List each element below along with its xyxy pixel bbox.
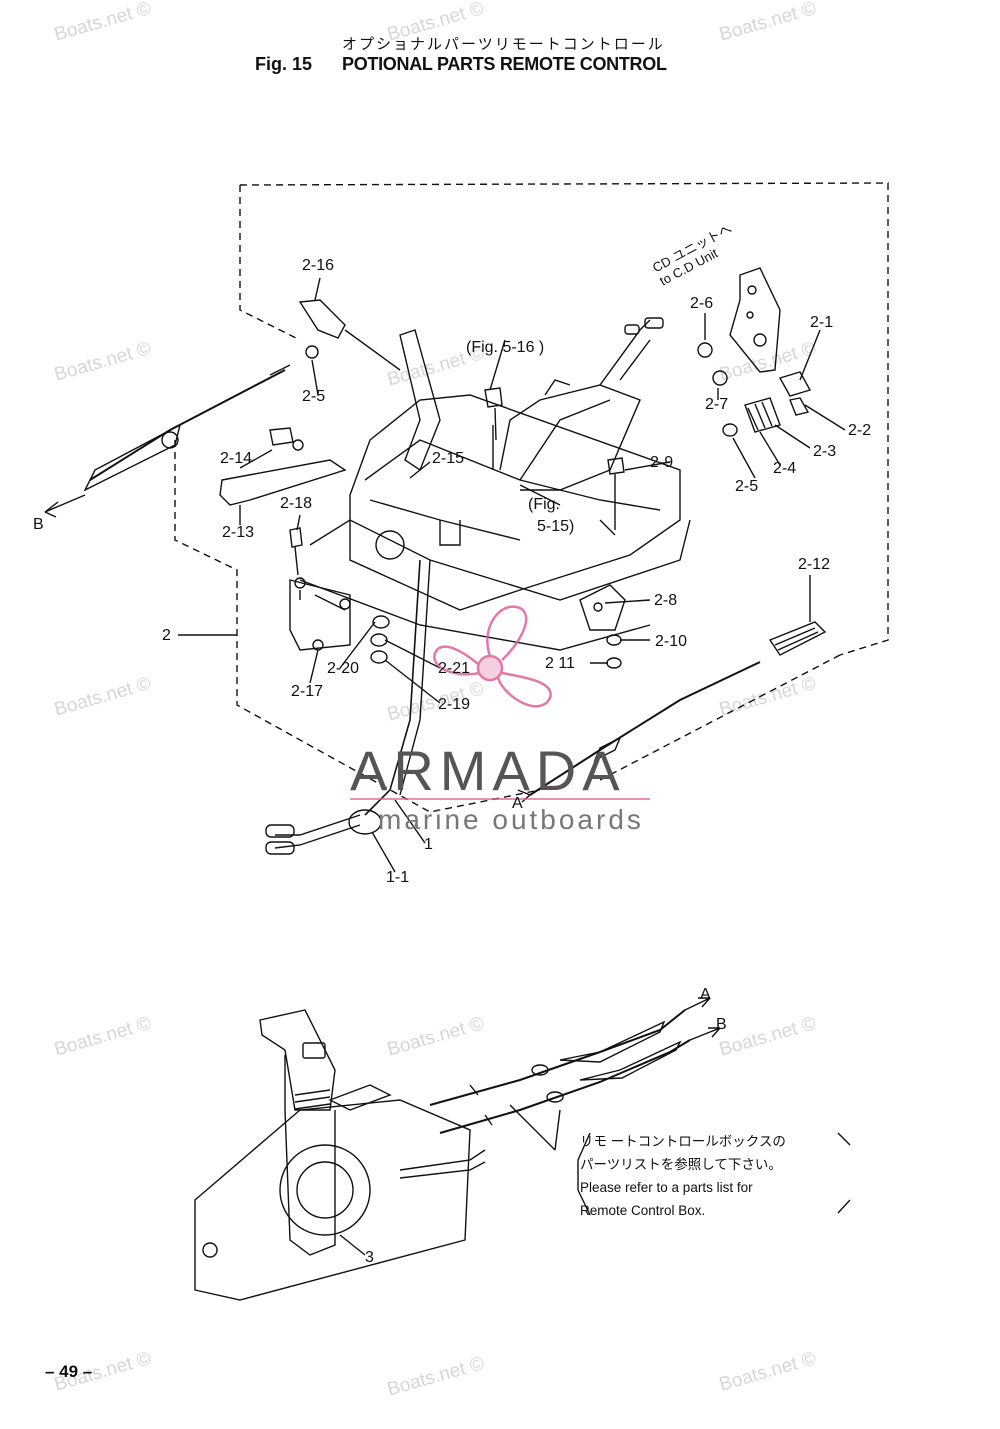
callout-2-12: 2-12 bbox=[798, 556, 831, 573]
callout-2-17: 2-17 bbox=[291, 683, 324, 700]
cable-end-b-lower: B bbox=[716, 1016, 727, 1033]
callout-2-2: 2-2 bbox=[848, 422, 872, 439]
ref-fig-5-15-b: 5-15) bbox=[537, 518, 575, 535]
control-handle bbox=[259, 1009, 336, 1111]
callout-2-14: 2-14 bbox=[220, 450, 253, 467]
callout-2-15: 2-15 bbox=[432, 450, 465, 467]
callout-2-5: 2-5 bbox=[735, 478, 759, 495]
callout-1-1: 1-1 bbox=[386, 869, 410, 886]
ref-fig-5-16: (Fig. 5-16 ) bbox=[466, 339, 545, 356]
callout-2-7: 2-7 bbox=[705, 396, 729, 413]
logo-brand: ARMADA bbox=[350, 739, 626, 802]
callout-2-21: 2-21 bbox=[438, 660, 471, 677]
callout-2-16: 2-16 bbox=[302, 257, 335, 274]
callout-2-9: 2-9 bbox=[650, 454, 674, 471]
callout-2-18: 2-18 bbox=[280, 495, 313, 512]
callout-2-19: 2-19 bbox=[438, 696, 471, 713]
cable-end-a: A bbox=[512, 795, 523, 812]
callout-3: 3 bbox=[365, 1249, 374, 1266]
assembly-boundary bbox=[174, 182, 889, 813]
note-jp-line1: リモ ートコントロールボックスの bbox=[580, 1134, 786, 1149]
armada-propeller-logo bbox=[433, 605, 552, 708]
note-jp-line2: パーツリストを参照して下さい。 bbox=[580, 1157, 782, 1172]
callout-2-5: 2-5 bbox=[302, 388, 326, 405]
callout-2-8: 2-8 bbox=[654, 592, 678, 609]
figure-number: Fig. 15 bbox=[255, 54, 313, 74]
bracket-plate bbox=[729, 267, 781, 373]
page-title: POTIONAL PARTS REMOTE CONTROL bbox=[342, 54, 667, 74]
callout-2-11: 2 11 bbox=[545, 655, 575, 672]
remote-box-note: リモ ートコントロールボックスの パーツリストを参照して下さい。 Please … bbox=[580, 1130, 786, 1222]
callout-2-20: 2-20 bbox=[327, 660, 360, 677]
callout-2-4: 2-4 bbox=[773, 460, 797, 477]
note-en-line2: Remote Control Box. bbox=[580, 1203, 706, 1218]
grip-part bbox=[768, 621, 827, 656]
bracket-part bbox=[289, 579, 351, 651]
cable-end-a-lower: A bbox=[700, 986, 711, 1003]
remote-control-box bbox=[194, 1099, 471, 1301]
note-en-line1: Please refer to a parts list for bbox=[580, 1180, 753, 1195]
callout-2-6: 2-6 bbox=[690, 295, 714, 312]
callout-2-10: 2-10 bbox=[655, 633, 688, 650]
callout-2-1: 2-1 bbox=[810, 314, 834, 331]
page-number: – 49 – bbox=[45, 1362, 93, 1381]
callout-1: 1 bbox=[424, 836, 433, 853]
logo-divider bbox=[350, 798, 650, 800]
title-japanese: オプショナルパーツリモートコントロール bbox=[342, 35, 665, 53]
cable-end-b: B bbox=[33, 516, 44, 533]
logo-tagline: marine outboards bbox=[378, 804, 644, 835]
callout-2: 2 bbox=[162, 627, 171, 644]
callout-2-13: 2-13 bbox=[222, 524, 255, 541]
ref-fig-5-15-a: (Fig. bbox=[528, 496, 560, 513]
control-box-body bbox=[349, 394, 681, 611]
callout-2-3: 2-3 bbox=[813, 443, 837, 460]
